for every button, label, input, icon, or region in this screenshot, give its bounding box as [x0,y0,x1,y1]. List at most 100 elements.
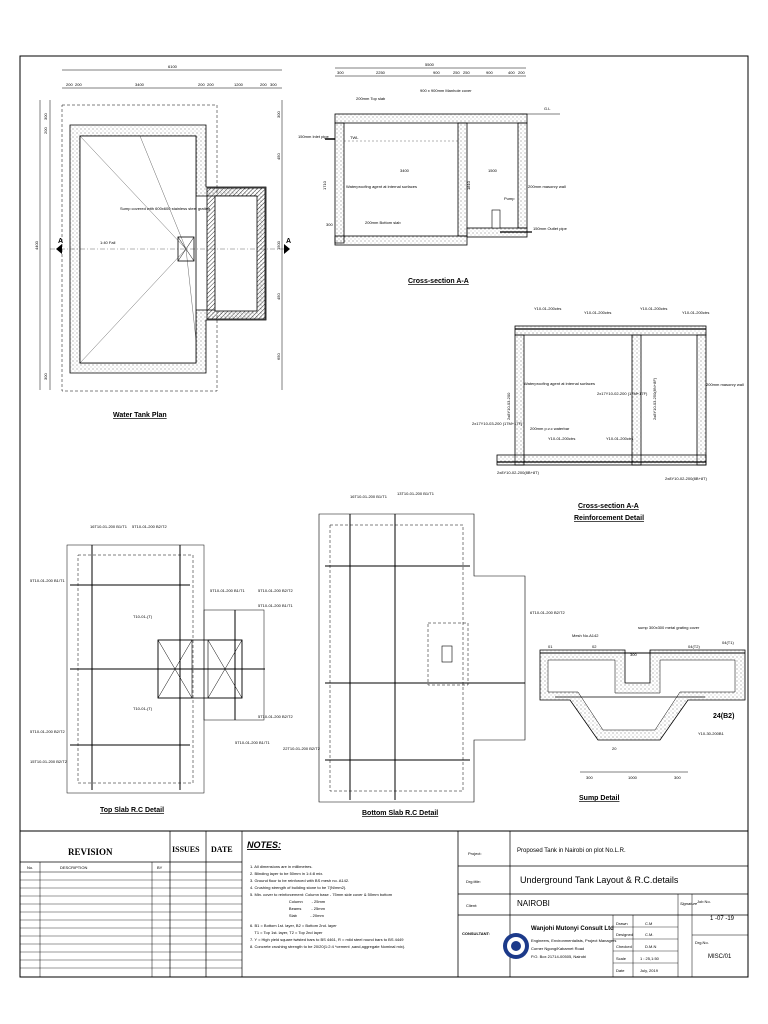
section-twl: TWL [350,135,359,140]
rc-bar-left: 2x17Y10-03-200 (17M+17F) [472,421,523,426]
note-line: Slab - 20mm [250,913,324,918]
sump-dim: 300 [674,775,681,780]
section-outlet: 150mm Outlet pipe [533,226,568,231]
client-value: NAIROBI [517,899,550,908]
sump-dim: 300 [586,775,593,780]
section-waterproofing: Waterproofing agent at internal surfaces [346,184,417,189]
bottom-slab-detail: 16T10-01-200 B1/T1 13T10-01-200 B1/T1 6T… [283,491,565,817]
note-line: 6. B1 = Bottom 1st. layer, B2 = Bottom 2… [250,923,337,928]
sump-label: 04(T2) [688,644,700,649]
plan-dim: 200 [43,127,48,134]
water-tank-plan: 6100 200 200 3400 200 200 1200 200 300 3… [34,64,291,419]
section-dim: 250 [453,70,460,75]
project-label: Project: [468,851,482,856]
rc-bottom-bar: Y10-01-200ctrs [606,436,633,441]
rc-top-bar: Y10-01-200ctrs [534,306,561,311]
plan-dim: 300 [270,82,277,87]
section-dim: 200 [518,70,525,75]
plan-fall-note: 1:40 Fall [100,240,115,245]
section-dim-total: 5500 [425,62,435,67]
section-mark-left: A [58,238,63,245]
section-dim: 1710 [322,180,327,190]
drg-no-label: Drg.No. [695,940,709,945]
project-value: Proposed Tank in Nairobi on plot No.L.R. [517,848,626,854]
bottom-slab-title: Bottom Slab R.C Detail [362,810,438,817]
section-dim: 3400 [400,168,410,173]
ts-label: 5T10-01-200 B1/T1 [210,588,245,593]
ts-label: 5T10-01-200 B1/T1 [30,578,65,583]
section-dim: 900 [433,70,440,75]
consultant-line: P.O. Box 21714-00505, Nairobi [531,954,586,959]
sump-title: Sump Detail [579,795,620,802]
reinforcement-detail: Y10-01-200ctrs Y10-01-200ctrs Y10-01-200… [472,306,744,522]
notes-heading: NOTES: [247,840,281,850]
sump-label: 02 [592,644,597,649]
rev-col-no: No. [27,865,33,870]
note-line: 8. Concrete crushing strength to be 20/2… [250,944,405,949]
sump-label: 04(T1) [722,640,734,645]
sump-grating: sump 300x300 metal grating cover [638,625,700,630]
plan-dim: 650 [276,353,281,360]
plan-dim: 1200 [234,82,244,87]
rc-bottom-right: 2x8Y10-02-200(8B+8T) [665,476,708,481]
tb-row-val: C.M. [645,932,653,937]
ts-label: 5T10-01-200 B1/T1 [235,740,270,745]
bs-label: 16T10-01-200 B1/T1 [350,494,388,499]
rc-waterproofing: Waterproofing agent at internal surfaces [524,381,595,386]
consultant-logo [503,933,529,959]
section-top-slab-label: 200mm Top slab [356,96,386,101]
ts-label: T10-01-(T) [133,706,153,711]
tb-row-val: 1 : 25,1:50 [640,956,660,961]
drg-title-value: Underground Tank Layout & R.C.details [520,875,679,885]
bs-label: 13T10-01-200 B1/T1 [397,491,435,496]
drg-title-label: Drg.title: [466,879,481,884]
sump-mesh: Mesh No.A142 [572,633,599,638]
plan-dim: 300 [43,113,48,120]
job-no: 1 -07 -19 [710,916,735,922]
tb-row-val: C.M [645,921,652,926]
drg-no: MISC/01 [708,954,732,960]
ts-label: 5T10-01-200 B2/T2 [30,729,65,734]
note-line: 7. Y = High yield square twisted bars to… [250,937,404,942]
plan-dim: 4400 [34,240,39,250]
rc-vertical-bar: 2x8Y10-03-250(8N+8F) [652,377,657,420]
ts-label: 16T10-01-200 B1/T1 [90,524,128,529]
ts-label: 5T10-01-200 B2/T2 [258,588,293,593]
rc-top-bar: Y10-01-200ctrs [682,310,709,315]
cross-section-aa: 5500 300 2250 900 250 250 900 400 200 G.… [298,62,568,285]
signature-label: Signature [680,901,698,906]
sheet-border [19,55,749,978]
ts-label: 5T10-01-200 B2/T2 [258,714,293,719]
consultant-line: Engineers, Environmentalists, Project Ma… [531,938,616,943]
title-block: REVISION ISSUES DATE No. DESCRIPTION BY … [20,830,748,977]
plan-dim: 200 [207,82,214,87]
sump-label: 20 [612,746,617,751]
section-dim: 300 [326,222,333,227]
client-label: Client: [466,903,477,908]
rc-bottom-left: 2x8Y10-02-200(8B+8T) [497,470,540,475]
rc-title-1: Cross-section A-A [578,503,639,510]
consultant-name: Wanjohi Mutonyi Consult Ltd [531,926,614,932]
revision-heading: REVISION [68,847,113,857]
ts-label: T10-01-(T) [133,614,153,619]
tb-row-val: July, 2019 [640,968,659,973]
tb-row-key: Checked [616,944,632,949]
sump-label: 01 [548,644,553,649]
tb-row-val: D.M.N [645,944,656,949]
section-dim: 2250 [376,70,386,75]
plan-title: Water Tank Plan [113,412,167,419]
date-heading: DATE [211,845,233,854]
plan-dim-total: 6100 [168,64,178,69]
plan-dim: 3400 [135,82,145,87]
plan-dim: 300 [43,373,48,380]
ts-label: 5T10-01-200 B1/T1 [258,603,293,608]
section-inlet-label: 150mm Inlet pipe [298,134,329,139]
plan-dim: 450 [276,293,281,300]
note-line: 2. Blinding layer to be 50mm in 1:4:8 mi… [250,871,323,876]
tb-row-key: Designed [616,932,633,937]
consultant-label: CONSULTANT: [462,931,490,936]
rc-top-bar: Y10-01-200ctrs [584,310,611,315]
note-line: 4. Crushing strength of building stone t… [250,885,346,890]
sump-label: 300 [630,652,637,657]
